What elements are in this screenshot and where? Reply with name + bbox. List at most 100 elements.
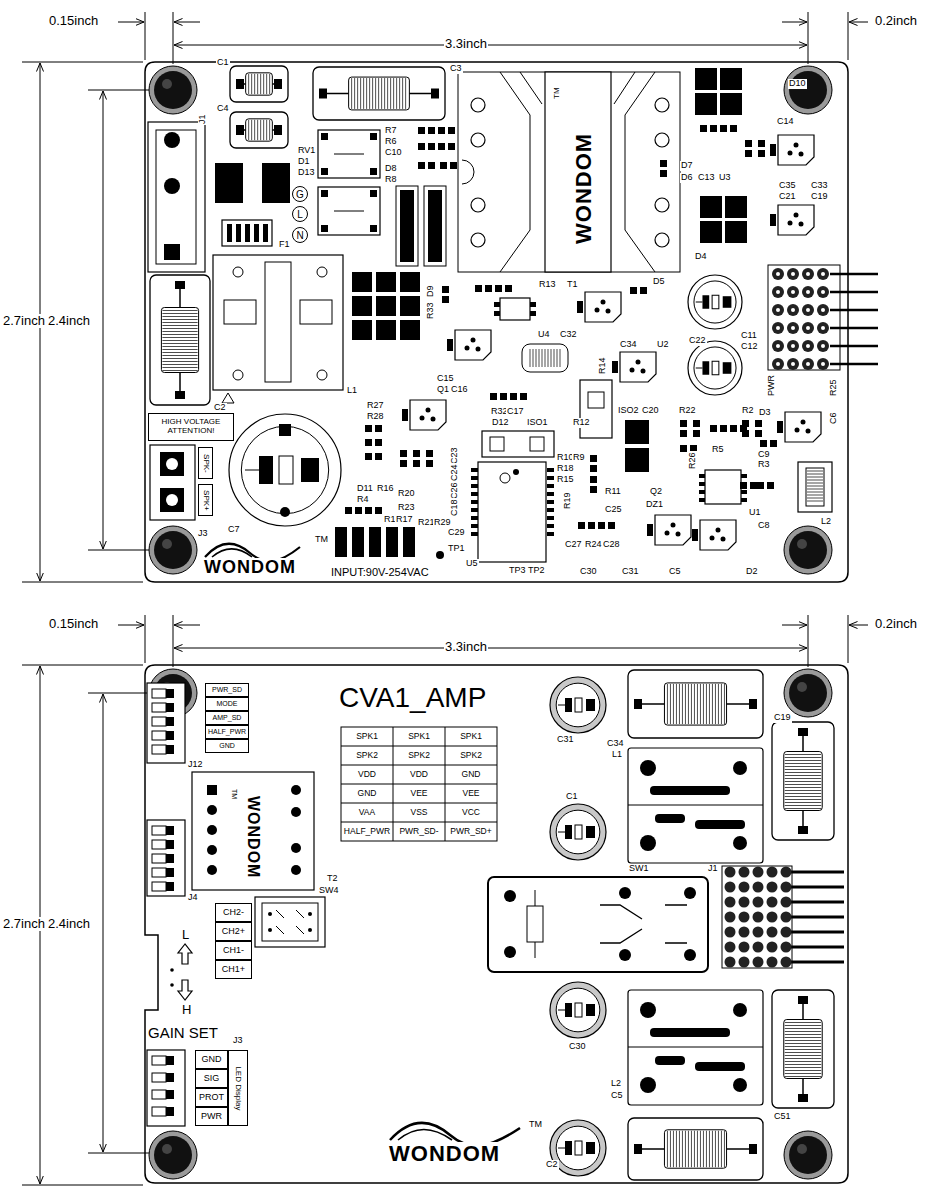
part-label: T2 — [326, 874, 339, 884]
optocoupler-mark — [588, 392, 604, 408]
capacitor-symbol — [575, 1141, 582, 1155]
connector-pin — [152, 826, 166, 835]
coil-winding — [685, 1131, 686, 1167]
header-pad — [753, 957, 764, 968]
header-hole — [776, 290, 780, 294]
copper-pad — [547, 468, 554, 472]
copper-pad — [471, 524, 478, 528]
header-pad — [739, 957, 750, 968]
bridge-mark — [334, 154, 364, 155]
header-pad — [802, 304, 814, 316]
part-label: C27 — [564, 540, 583, 550]
copper-pad — [438, 143, 445, 150]
part-label: L1 — [346, 386, 358, 396]
part-label: R22 — [678, 406, 697, 416]
coil-winding — [694, 684, 695, 724]
pin-label-box: CH1- — [215, 941, 252, 960]
coil-winding — [269, 74, 270, 94]
ic-mark — [721, 537, 726, 542]
connector-pin — [152, 731, 166, 740]
copper-pad — [490, 393, 497, 400]
coil-winding — [694, 1131, 695, 1167]
dimension-label: 2.4inch — [47, 314, 91, 328]
part-label: C25 — [604, 505, 623, 515]
capacitor-body — [694, 347, 736, 389]
copper-pad — [355, 507, 362, 514]
header-hole — [821, 362, 825, 366]
coil-winding — [384, 78, 385, 109]
copper-pad — [640, 287, 647, 294]
lead-pad — [749, 699, 757, 709]
copper-pad — [494, 311, 500, 316]
terminal-pad — [160, 488, 184, 512]
ic-mark — [806, 429, 811, 434]
connector-pin — [166, 1090, 174, 1099]
copper-pad — [742, 430, 749, 437]
extension-line — [22, 1185, 143, 1186]
coil-winding — [709, 1131, 710, 1167]
bridge-rectifier — [318, 130, 380, 178]
part-label: C32 — [559, 330, 578, 340]
part-label: U5 — [465, 559, 479, 569]
transformer-mark — [462, 160, 474, 184]
copper-pad — [370, 168, 377, 175]
coil-winding — [539, 349, 540, 367]
part-label: R3 — [757, 460, 771, 470]
table-cell: SPK2 — [393, 746, 445, 765]
transformer-pin — [207, 805, 217, 815]
transformer-pin — [291, 843, 301, 853]
ic-mark — [465, 346, 470, 351]
part-label: T1 — [566, 280, 579, 290]
part-label: L — [181, 928, 190, 942]
part-label: GAIN SET — [147, 1025, 219, 1042]
connector-pin — [166, 689, 174, 698]
choke-pad — [733, 836, 747, 850]
coil-winding — [162, 361, 197, 362]
coil-winding — [785, 799, 821, 800]
part-label: R6 — [384, 137, 398, 147]
coil-winding — [785, 766, 821, 767]
part-label: ISO2 — [617, 406, 640, 416]
header-pad — [772, 286, 784, 298]
coil-winding — [257, 120, 258, 140]
coil-winding — [162, 340, 197, 341]
connector-pin — [152, 703, 166, 712]
ic-mark — [788, 151, 793, 156]
header-pad — [739, 897, 750, 908]
capacitor-symbol — [279, 456, 293, 484]
pin-label-box: GND — [195, 1050, 228, 1069]
copper-pad — [740, 482, 747, 489]
mosfet-pad — [376, 320, 396, 340]
mosfet-pad — [400, 272, 420, 292]
diode-outline — [424, 186, 446, 266]
pad-circle — [308, 912, 312, 916]
coil-winding — [257, 74, 258, 94]
ic-footprint — [410, 400, 446, 430]
copper-pad — [375, 439, 382, 446]
copper-pad — [450, 162, 457, 169]
table-cell: VCC — [445, 803, 497, 822]
header-pad — [817, 268, 829, 280]
copper-pad — [520, 393, 527, 400]
coil-winding — [785, 775, 821, 776]
board-outline — [145, 665, 848, 1183]
optocoupler-mark — [490, 437, 504, 451]
pin-name: MODE — [217, 700, 238, 708]
ic-footprint — [455, 330, 491, 360]
ic-mark — [606, 309, 611, 314]
choke-outline — [628, 990, 763, 1105]
coil-winding — [667, 1131, 668, 1167]
capacitor-symbol — [565, 1141, 572, 1155]
coil-winding — [785, 1052, 821, 1053]
transformer-pin — [471, 233, 485, 247]
capacitor-lead — [558, 832, 565, 833]
transformer-winding — [500, 72, 530, 272]
coil-winding — [785, 808, 821, 809]
header-pin — [830, 345, 878, 348]
header-hole — [806, 290, 810, 294]
coil-winding — [807, 477, 823, 478]
coil-winding — [785, 790, 821, 791]
coil-winding — [703, 1131, 704, 1167]
pin-label-box: PWR_SD — [205, 683, 249, 697]
inductor-outline — [772, 722, 834, 840]
